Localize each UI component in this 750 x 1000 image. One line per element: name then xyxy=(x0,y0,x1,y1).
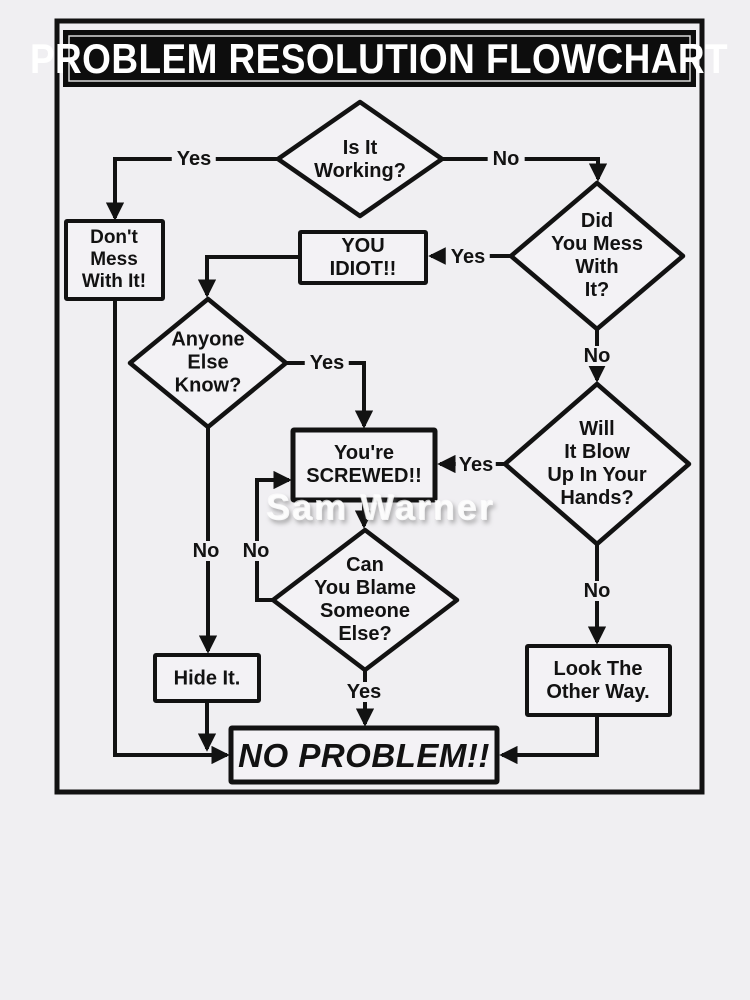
box-look-other-way xyxy=(525,644,672,717)
label-hide-it: Hide It. xyxy=(173,667,241,690)
label-look-other-way: Look The Other Way. xyxy=(546,658,650,703)
label-no-problem: NO PROBLEM!! xyxy=(238,737,490,775)
edge-idiot-to-anyone xyxy=(197,255,302,298)
edge-blame-no-loop xyxy=(255,470,292,602)
box-hide-it xyxy=(153,653,261,703)
edge-label-blow-yes: Yes xyxy=(455,455,497,475)
diamond-is-it-working xyxy=(275,99,445,219)
edge-label-anyone-yes: Yes xyxy=(304,353,350,373)
title-banner-inner-outline xyxy=(68,35,691,82)
edge-label-anyone-no: No xyxy=(187,541,225,561)
box-youre-screwed xyxy=(290,427,438,503)
edge-label-mess-no: No xyxy=(578,346,616,366)
diamond-anyone-else-know xyxy=(127,296,289,430)
edge-label-working-no: No xyxy=(487,149,525,169)
label-can-you-blame: Can You Blame Someone Else? xyxy=(314,554,416,645)
edge-label-blame-yes: Yes xyxy=(341,682,387,702)
edge-label-mess-yes: Yes xyxy=(445,247,491,267)
label-will-it-blow: Will It Blow Up In Your Hands? xyxy=(547,418,647,509)
diamond-can-you-blame xyxy=(270,527,460,673)
label-you-idiot: YOU IDIOT!! xyxy=(329,235,397,280)
diamond-will-it-blow xyxy=(502,381,692,547)
label-did-you-mess: Did You Mess With It? xyxy=(551,210,643,301)
box-dont-mess xyxy=(64,219,165,301)
watermark: Sam Warner xyxy=(265,486,495,527)
label-anyone-else-know: Anyone Else Know? xyxy=(171,328,245,397)
edge-label-working-yes: Yes xyxy=(171,149,217,169)
label-youre-screwed: You're SCREWED!! xyxy=(306,442,422,487)
edge-dontmess-to-noproblem xyxy=(113,297,230,765)
edge-lookother-to-noproblem xyxy=(499,713,599,765)
outer-border xyxy=(54,18,705,795)
edge-label-blow-no: No xyxy=(578,581,616,601)
label-is-it-working: Is It Working? xyxy=(314,137,406,182)
edge-label-blame-no: No xyxy=(237,541,275,561)
label-dont-mess: Don't Mess With It! xyxy=(81,227,147,292)
page-title: PROBLEM RESOLUTION FLOWCHART xyxy=(29,35,729,82)
title-banner xyxy=(63,30,696,87)
box-you-idiot xyxy=(298,230,428,285)
edge-working-yes xyxy=(105,157,280,221)
diamond-did-you-mess xyxy=(508,180,686,332)
box-no-problem xyxy=(228,725,500,785)
